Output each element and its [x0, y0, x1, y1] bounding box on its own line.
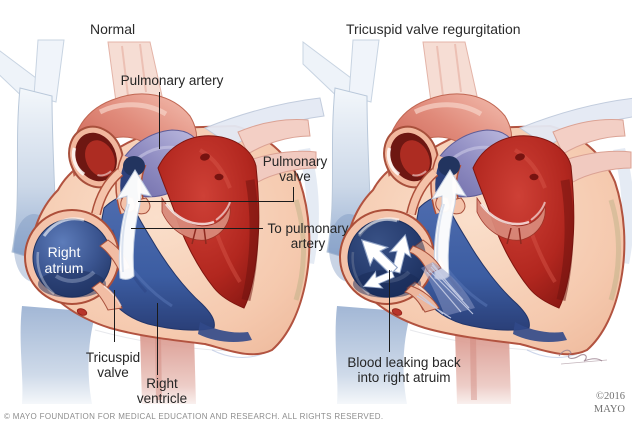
leader-pulmonary-valve-horizontal	[138, 201, 294, 202]
leader-right-ventricle	[157, 303, 158, 375]
label-right-ventricle: Right ventricle	[136, 376, 188, 406]
label-pulmonary-valve: Pulmonary valve	[262, 154, 328, 184]
mayo-credit: ©2016 MAYO	[594, 391, 625, 417]
regurgitation-heart-figure	[303, 40, 632, 404]
leader-tricuspid-valve	[114, 290, 115, 342]
label-blood-leaking-back: Blood leaking back into right atruim	[347, 355, 461, 385]
copyright-line: © MAYO FOUNDATION FOR MEDICAL EDUCATION …	[4, 412, 384, 421]
artist-signature	[558, 349, 608, 365]
leader-to-pulmonary-artery	[131, 228, 263, 229]
label-right-atrium: Right atrium	[44, 244, 84, 276]
leader-pulmonary-valve-vertical	[293, 187, 294, 201]
credit-brand: MAYO	[593, 403, 625, 415]
label-tricuspid-valve: Tricuspid valve	[85, 350, 141, 380]
credit-year: ©2016	[596, 391, 625, 402]
label-pulmonary-artery: Pulmonary artery	[120, 73, 224, 88]
panel-title-normal: Normal	[90, 21, 136, 37]
label-to-pulmonary-artery: To pulmonary artery	[267, 221, 349, 251]
panel-title-regurgitation: Tricuspid valve regurgitation	[346, 21, 521, 37]
leader-blood-leaking	[389, 270, 390, 352]
leader-pulmonary-artery	[159, 92, 160, 149]
tethered-chordae	[416, 262, 475, 319]
